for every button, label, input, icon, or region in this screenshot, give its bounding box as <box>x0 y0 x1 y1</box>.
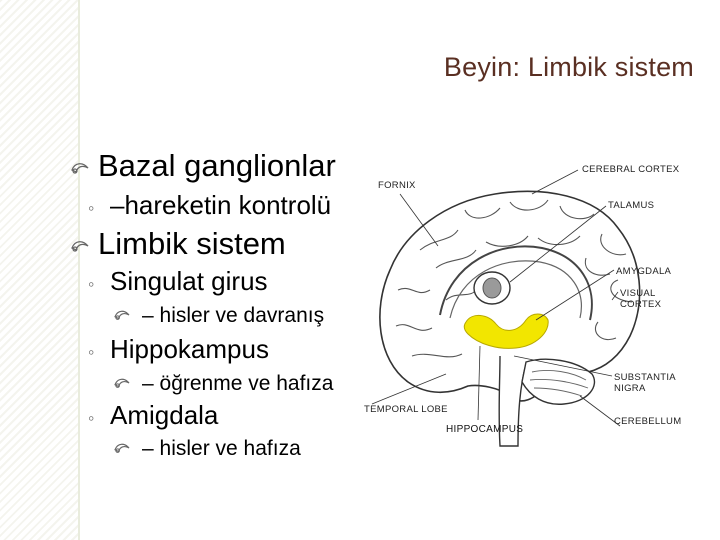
bullet-icon <box>70 148 98 184</box>
bullet-text: – hisler ve hafıza <box>142 437 301 460</box>
subsubbullet-hisler-davranis: – hisler ve davranış <box>112 304 324 328</box>
label-hippocampus: HIPPOCAMPUS <box>446 424 523 435</box>
hippocampus-shape <box>463 313 549 349</box>
bullet-icon <box>112 304 142 328</box>
bullet-text: Amigdala <box>110 400 219 430</box>
bullet-bazal-ganglionlar: Bazal ganglionlar <box>70 148 336 184</box>
label-cerebral-cortex: CEREBRAL CORTEX <box>582 164 680 175</box>
bullet-text: Hippokampus <box>110 334 269 364</box>
label-substantia-nigra-line1: SUBSTANTIA <box>614 372 676 383</box>
label-amygdala: AMYGDALA <box>616 266 672 277</box>
label-temporal-lobe: TEMPORAL LOBE <box>364 404 448 415</box>
ring-bullet-icon: ◦ <box>88 342 95 362</box>
subbullet-singulat-girus: ◦ Singulat girus <box>88 266 268 297</box>
ring-bullet-icon: ◦ <box>88 274 95 294</box>
subbullet-amigdala: ◦ Amigdala <box>88 400 218 431</box>
bullet-text: Limbik sistem <box>98 226 286 261</box>
ventricle-shape <box>482 277 502 299</box>
subsubbullet-ogrenme-hafiza: – öğrenme ve hafıza <box>112 372 333 396</box>
ring-bullet-icon: ◦ <box>88 408 95 428</box>
label-substantia-nigra-line2: NIGRA <box>614 383 646 394</box>
label-visual-cortex-line2: CORTEX <box>620 299 662 310</box>
bullet-icon <box>112 437 142 461</box>
ring-bullet-icon: ◦ <box>88 198 95 218</box>
decorative-rule <box>78 0 80 540</box>
bullet-text: – hisler ve davranış <box>142 304 325 327</box>
bullet-text: Bazal ganglionlar <box>98 148 336 183</box>
brainstem-shape <box>498 355 527 447</box>
subbullet-hippokampus: ◦ Hippokampus <box>88 334 269 365</box>
bullet-icon <box>112 372 142 396</box>
label-talamus: TALAMUS <box>608 200 654 211</box>
bullet-text: Singulat girus <box>110 266 268 296</box>
brain-diagram: FORNIX CEREBRAL CORTEX TALAMUS AMYGDALA … <box>364 164 681 447</box>
bullet-icon <box>70 226 98 262</box>
cingulate-arc <box>439 245 593 321</box>
slide-title: Beyin: Limbik sistem <box>443 52 694 82</box>
bullet-limbik-sistem: Limbik sistem <box>70 226 286 262</box>
decorative-stripe <box>0 0 80 540</box>
label-visual-cortex-line1: VISUAL <box>620 288 656 299</box>
label-fornix: FORNIX <box>378 180 416 191</box>
leader-lines <box>371 169 621 427</box>
subsubbullet-hisler-hafiza: – hisler ve hafıza <box>112 437 301 461</box>
bullet-text: –hareketin kontrolü <box>110 190 332 220</box>
bullet-text: – öğrenme ve hafıza <box>142 372 334 395</box>
subbullet-hareketin-kontrolu: ◦ –hareketin kontrolü <box>88 190 331 221</box>
label-cerebellum: CEREBELLUM <box>614 416 681 427</box>
